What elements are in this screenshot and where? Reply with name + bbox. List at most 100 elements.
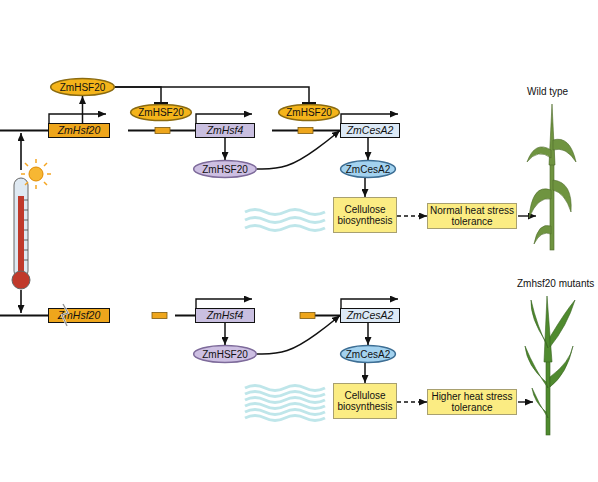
transcription-start-arrow — [196, 114, 252, 123]
oval-shape — [341, 346, 396, 363]
protein-oval: ZmHSF20 — [130, 104, 192, 121]
arrow-connector — [364, 363, 366, 383]
mutation-mark — [62, 304, 68, 326]
arrow-connector — [224, 323, 226, 345]
node-text: ZmHSF20 — [200, 164, 250, 175]
plant-leaf — [527, 147, 551, 162]
oval-shape — [194, 161, 257, 178]
promoter-element — [152, 313, 167, 319]
plant-leaf — [544, 296, 552, 362]
plant-leaf — [531, 300, 548, 348]
cellulose-fibre — [245, 218, 325, 223]
oval-shape — [341, 161, 396, 178]
sun-ray — [21, 173, 25, 175]
plant-label: Zmhsf20 mutants — [517, 278, 594, 289]
cellulose-fibre — [245, 392, 325, 397]
node-text: ZmHSF20 — [284, 107, 334, 118]
plant-label: Wild type — [527, 86, 568, 97]
wild-type-plant — [527, 104, 576, 250]
protein-oval: ZmCesA2 — [340, 160, 396, 178]
thermometer-liquid — [18, 196, 24, 280]
gene-name: ZmCesA2 — [345, 125, 396, 137]
thermometer-tick — [24, 240, 28, 241]
plant-leaf — [525, 346, 548, 388]
plant-leaf — [529, 189, 551, 218]
transcription-start-arrow — [49, 114, 106, 123]
gene-name: ZmHsf4 — [205, 310, 246, 322]
plant-leaf — [553, 180, 571, 212]
mutation-mark — [62, 304, 68, 326]
oval-shape — [279, 105, 340, 121]
outcome-arrow — [518, 215, 536, 216]
oval-shape — [131, 105, 192, 121]
gene-name: ZmHsf20 — [56, 310, 103, 322]
transcription-start-arrow — [341, 114, 398, 123]
plant-leaf — [532, 388, 548, 418]
gene-name: ZmCesA2 — [345, 310, 396, 322]
process-box: Cellulose biosynthesis — [333, 383, 397, 419]
gene-box: ZmHsf20 — [48, 308, 110, 323]
thermometer-tick — [24, 230, 28, 231]
arrow-connector — [257, 131, 340, 170]
plant-leaf — [550, 300, 575, 347]
oval-shape — [194, 346, 257, 363]
gene-box: ZmCesA2 — [340, 123, 400, 138]
thermometer-tick — [24, 250, 28, 251]
oval-shape — [51, 79, 115, 96]
transcription-start-arrow — [196, 299, 252, 308]
heat-signal-arrow — [20, 133, 22, 170]
sun-icon — [21, 159, 51, 189]
gene-name: ZmHsf20 — [56, 125, 103, 137]
gene-box: ZmHsf4 — [195, 123, 255, 138]
plant-leaf — [550, 346, 573, 387]
promoter-element — [155, 128, 170, 134]
cellulose-fibre — [245, 386, 325, 391]
inhibition-connector — [115, 87, 309, 104]
thermometer-tick — [24, 220, 28, 221]
cellulose-fibre — [245, 398, 325, 403]
outcome-box: Normal heat stress tolerance — [427, 203, 517, 229]
gene-box: ZmHsf20 — [48, 123, 110, 138]
sun-ray — [25, 163, 28, 166]
outcome-box: Higher heat stress tolerance — [427, 389, 517, 415]
protein-oval: ZmHSF20 — [193, 160, 257, 178]
promoter-element — [300, 313, 315, 319]
sun-ray — [44, 182, 47, 185]
arrow-connector — [397, 401, 427, 403]
cellulose-fibre — [245, 226, 325, 231]
arrow-connector — [82, 96, 84, 123]
gene-name: ZmHsf4 — [205, 125, 246, 137]
arrow-connector — [367, 138, 369, 160]
cellulose-fibre — [245, 416, 325, 421]
thermometer-icon — [12, 178, 30, 289]
arrow-connector — [257, 316, 340, 355]
sun-ray — [47, 173, 51, 175]
node-text: Cellulose biosynthesis — [334, 204, 396, 226]
node-text: Normal heat stress tolerance — [428, 205, 516, 227]
node-text: Higher heat stress tolerance — [428, 391, 516, 413]
node-text: ZmCesA2 — [344, 349, 392, 360]
arrow-connector — [397, 215, 427, 217]
gene-box: ZmHsf4 — [195, 308, 255, 323]
thermometer-tick — [24, 260, 28, 261]
heat-signal-arrow — [20, 290, 22, 313]
mutant-plant — [525, 296, 575, 435]
thermometer-tick — [24, 200, 28, 201]
cellulose-fibre — [245, 210, 325, 215]
node-text: ZmCesA2 — [344, 164, 392, 175]
node-text: ZmHSF20 — [58, 82, 108, 93]
thermometer-tick — [24, 210, 28, 211]
plant-leaf — [553, 139, 576, 162]
protein-oval: ZmHSF20 — [278, 104, 340, 121]
cellulose-fibre — [245, 410, 325, 415]
sun-ray — [35, 159, 37, 163]
cellulose-fibre — [245, 404, 325, 409]
node-text: ZmHSF20 — [136, 107, 186, 118]
arrow-connector — [367, 323, 369, 345]
gene-box: ZmCesA2 — [340, 308, 400, 323]
transcription-start-arrow — [341, 299, 398, 308]
thermometer-bulb — [12, 271, 30, 289]
